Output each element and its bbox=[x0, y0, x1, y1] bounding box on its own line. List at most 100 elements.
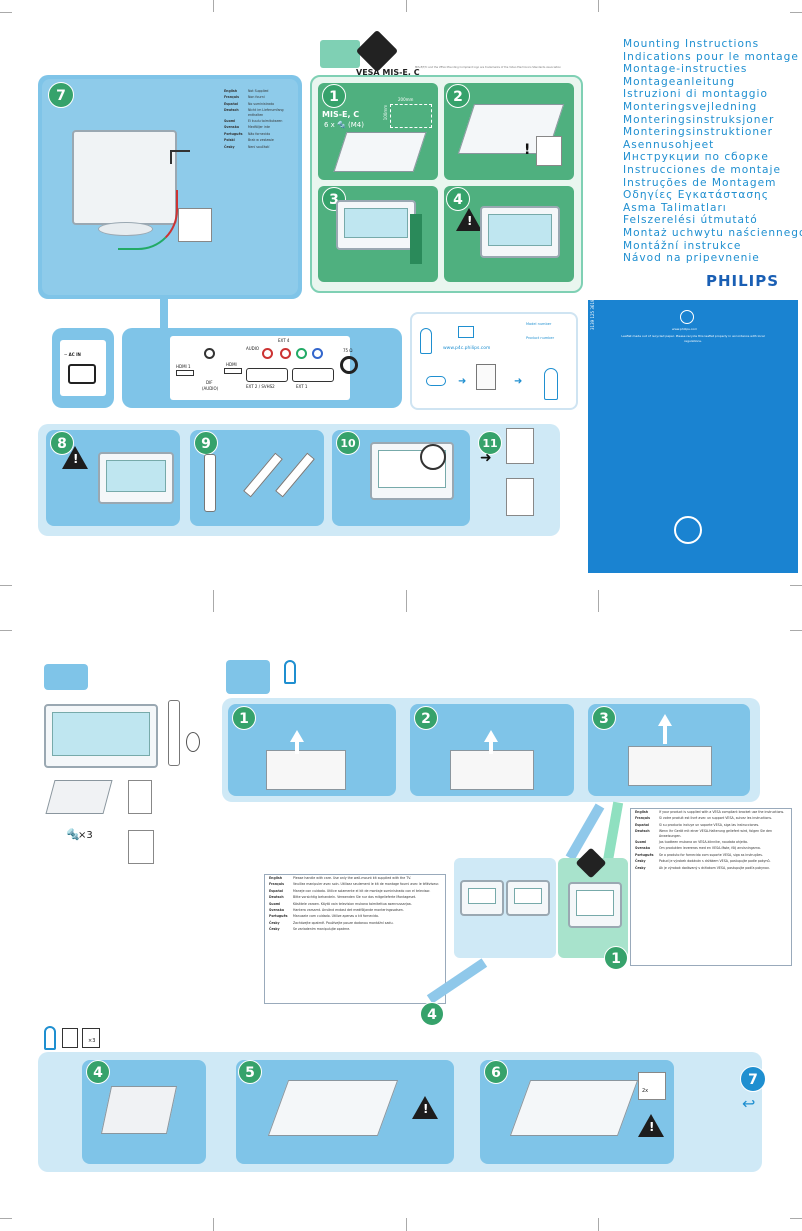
unpack-step1-number: 1 bbox=[232, 706, 256, 730]
ac-socket bbox=[68, 364, 96, 384]
warning-icon: ! bbox=[456, 208, 482, 231]
crop-mark bbox=[790, 1218, 802, 1228]
tv-front bbox=[460, 880, 504, 916]
vesa-badge-icon bbox=[355, 29, 399, 73]
lang-title: Οδηγίες Εγκατάστασης bbox=[623, 189, 769, 202]
brand-logo: PHILIPS bbox=[706, 272, 780, 290]
antenna-icon bbox=[170, 150, 190, 164]
spdif-label-2: (AUDIO) bbox=[202, 386, 219, 391]
person-icon bbox=[544, 368, 558, 400]
screw-count: ×3 bbox=[78, 830, 93, 841]
remote-icon bbox=[168, 700, 180, 766]
ac-label: ~ AC IN bbox=[64, 352, 81, 357]
arrow-right-icon: ➜ bbox=[458, 376, 467, 387]
manual-icon bbox=[476, 364, 496, 390]
lang-title: Montage-instructies bbox=[623, 63, 748, 76]
tool-count: ×3 bbox=[88, 1038, 96, 1044]
arrow-right-icon: ➜ bbox=[480, 450, 492, 466]
screw-qty: 2x bbox=[642, 1088, 649, 1094]
screw-detail-card bbox=[638, 1072, 666, 1100]
crop-mark bbox=[213, 590, 223, 612]
help-url: www.p4c.philips.com bbox=[443, 346, 491, 351]
lang-title: Montaż uchwytu naściennego bbox=[623, 226, 802, 239]
computer-icon bbox=[458, 326, 474, 338]
lang-title: Montageanleitung bbox=[623, 75, 736, 88]
top-sheet: VESA MIS-E, C MIS-E/F/C and the VESA Mou… bbox=[0, 0, 802, 600]
arrow-stem bbox=[295, 740, 299, 754]
lang-title: Mounting Instructions bbox=[623, 38, 760, 50]
mount-step4-number: 4 bbox=[446, 187, 470, 211]
mount-step3-number: 3 bbox=[322, 187, 346, 211]
hole-grid bbox=[390, 104, 432, 128]
rca-port bbox=[204, 348, 215, 359]
lang-title: Asma Talimatları bbox=[623, 201, 727, 214]
mount-step2-number: 2 bbox=[446, 84, 470, 108]
arrow-up-icon bbox=[290, 730, 304, 742]
crop-mark bbox=[598, 1218, 608, 1231]
crop-mark bbox=[790, 585, 802, 595]
crop-mark bbox=[598, 0, 608, 12]
remote-icon bbox=[204, 454, 216, 512]
ext2-label: EXT 2 / SVHS2 bbox=[246, 384, 275, 389]
rca-port bbox=[296, 348, 307, 359]
vesa-label: VESA MIS-E, C bbox=[356, 68, 420, 77]
eco-text: Leaflet made out of recycled paper. Plea… bbox=[621, 334, 765, 343]
hdmi1-port bbox=[176, 370, 194, 376]
step11-number: 11 bbox=[478, 431, 502, 455]
next-step7-number: 7 bbox=[740, 1066, 766, 1092]
unpack-box-icon bbox=[226, 660, 270, 694]
person-icon bbox=[44, 1026, 56, 1050]
install-step5-number: 5 bbox=[238, 1060, 262, 1084]
crop-mark bbox=[0, 12, 12, 22]
arrow-stem bbox=[663, 724, 667, 744]
install-step4-number: 4 bbox=[86, 1060, 110, 1084]
rca-port bbox=[312, 348, 323, 359]
warning-icon: ! bbox=[62, 446, 88, 469]
flow-arrow bbox=[602, 801, 624, 863]
tv-front bbox=[98, 452, 174, 504]
step9-number: 9 bbox=[194, 431, 218, 455]
lang-title: Istruzioni di montaggio bbox=[623, 88, 768, 101]
step10-number: 10 bbox=[336, 431, 360, 455]
ac-socket-card bbox=[60, 340, 106, 396]
lang-title: Felszerelési útmutató bbox=[623, 214, 758, 227]
eco-url: www.philips.com bbox=[672, 327, 698, 331]
lang-title: Návod na pripevnenie bbox=[623, 252, 760, 265]
carton-icon bbox=[628, 746, 712, 786]
lang-title: Instrucciones de montaje bbox=[623, 163, 782, 176]
person-icon bbox=[420, 328, 432, 354]
crop-mark bbox=[406, 1218, 416, 1231]
vesa-note: MIS-E/F/C and the VESA Mounting Complian… bbox=[415, 66, 562, 69]
manual-icon bbox=[128, 780, 152, 814]
screw-card bbox=[82, 1028, 100, 1048]
arrow-up-icon bbox=[484, 730, 498, 742]
screwdriver-card bbox=[62, 1028, 78, 1048]
screw-icon: 🔩 bbox=[66, 828, 80, 841]
arrow-stem bbox=[489, 740, 493, 754]
tv-front bbox=[480, 206, 560, 258]
crop-mark bbox=[598, 590, 608, 612]
mount-step1-number: 1 bbox=[322, 84, 346, 108]
model-number-label: Model number bbox=[526, 322, 552, 326]
tv-front bbox=[336, 200, 416, 250]
flow-step4-number: 4 bbox=[420, 1002, 444, 1026]
carton-icon bbox=[450, 750, 534, 790]
exclamation-icon: ! bbox=[524, 142, 531, 158]
rca-port bbox=[262, 348, 273, 359]
cable-icon bbox=[186, 732, 200, 752]
